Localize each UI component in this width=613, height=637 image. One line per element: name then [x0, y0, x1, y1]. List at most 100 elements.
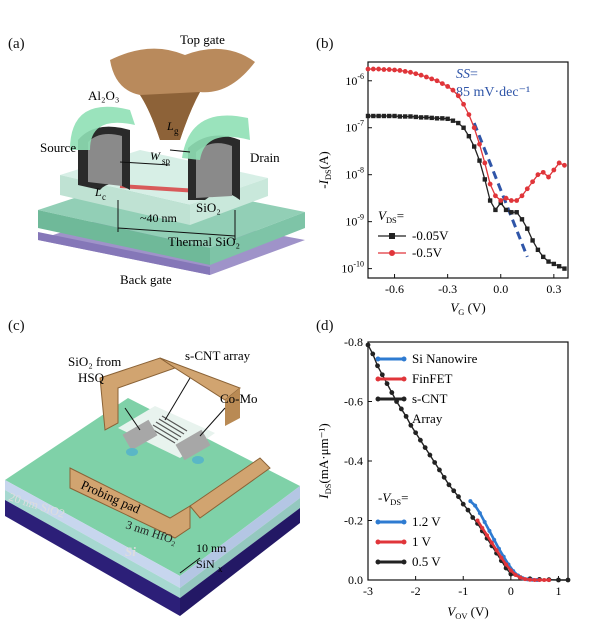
point-d-2: [523, 577, 528, 582]
point-b-0: [514, 210, 519, 215]
point-b-0: [556, 264, 562, 269]
point-b-1: [530, 179, 536, 185]
label-lg-sub: g: [174, 126, 179, 136]
point-b-1: [450, 87, 456, 93]
legend-bottom-marker: [375, 519, 381, 525]
point-b-0: [546, 259, 551, 264]
xtick-label-b: 0.3: [546, 282, 561, 296]
point-d-1: [482, 519, 487, 524]
legend-bottom-label: 1 V: [412, 534, 432, 549]
point-d-2: [542, 578, 547, 582]
point-b-1: [413, 71, 419, 77]
xtick-label-b: -0.6: [385, 282, 404, 296]
label-scnt-array: s-CNT array: [185, 348, 251, 363]
point-b-0: [519, 217, 525, 222]
panel-d-label: (d): [316, 318, 334, 334]
point-b-1: [376, 66, 382, 72]
legend-bottom-marker: [375, 559, 381, 565]
point-b-1: [461, 101, 466, 107]
point-b-1: [524, 186, 530, 192]
legend-bottom-marker: [401, 539, 407, 545]
point-d-0: [437, 467, 442, 473]
point-b-1: [392, 67, 397, 73]
device-schematic-c: SiO₂ from HSQ s-CNT array Co-Mo Probing …: [5, 348, 300, 616]
label-wsp-sub: sp: [162, 156, 171, 166]
label-como: Co-Mo: [220, 391, 258, 406]
ytick-label-b: 10-8: [345, 166, 364, 182]
label-source: Source: [40, 140, 76, 155]
label-al2o3: Al₂O₃: [88, 88, 119, 103]
point-d-1: [492, 537, 497, 542]
label-sinx: SiN: [196, 557, 215, 571]
label-wsp: W: [150, 149, 161, 163]
point-d-0: [389, 390, 395, 395]
point-d-0: [460, 501, 466, 507]
ss-annotation-1: SS=: [456, 67, 478, 82]
point-b-0: [471, 144, 477, 149]
legend-bottom-marker: [401, 519, 407, 525]
label-thermal-sio2: Thermal SiO₂: [168, 234, 240, 249]
sio2-top-surface: [5, 398, 300, 576]
point-b-1: [370, 66, 376, 72]
point-d-0: [441, 474, 447, 480]
point-b-1: [482, 160, 488, 166]
al2o3-left: [70, 106, 135, 150]
point-b-1: [418, 72, 424, 78]
point-b-0: [440, 116, 445, 121]
point-b-1: [477, 141, 482, 147]
point-d-1: [487, 528, 492, 533]
point-b-0: [525, 226, 530, 231]
point-b-1: [498, 198, 504, 203]
point-b-1: [562, 162, 567, 168]
plot-frame-b: [367, 61, 569, 279]
point-d-2: [480, 525, 485, 530]
point-d-0: [403, 413, 409, 419]
ss-annotation-2: 85 mV·dec⁻¹: [456, 85, 530, 100]
label-40nm: ~40 nm: [140, 211, 177, 225]
label-lg: L: [166, 119, 174, 133]
point-b-1: [540, 169, 546, 175]
point-d-0: [556, 577, 561, 583]
point-d-0: [422, 445, 428, 451]
point-d-0: [379, 372, 385, 378]
ytick-label-b: 10-6: [345, 72, 364, 88]
ytick-label-d: -0.2: [344, 514, 363, 528]
point-b-0: [429, 115, 434, 121]
xlabel-d: VOV (V): [447, 604, 488, 621]
point-d-2: [508, 568, 513, 573]
point-d-0: [365, 342, 371, 348]
ytick-label-b: 10-10: [341, 260, 364, 276]
panel-b-label: (b): [316, 36, 334, 52]
legend-bottom-title: -VDS=: [378, 490, 408, 507]
point-b-0: [365, 113, 371, 119]
ytick-label-b: 10-7: [345, 119, 364, 135]
legend-top-label: s-CNT: [412, 391, 447, 406]
xtick-label-d: -1: [458, 584, 468, 598]
point-b-0: [371, 113, 376, 119]
point-b-0: [509, 210, 514, 215]
point-b-0: [450, 118, 456, 123]
panel-a: (a) Top gate Al₂O₃ L g: [0, 0, 306, 318]
point-d-1: [473, 503, 478, 508]
legend-top-marker: [375, 376, 381, 382]
panel-c-label: (c): [8, 318, 25, 334]
xtick-label-d: -2: [411, 584, 421, 598]
point-b-0: [434, 116, 440, 121]
point-b-1: [402, 68, 408, 74]
legend-bottom-label: 0.5 V: [412, 554, 441, 569]
point-b-1: [365, 66, 371, 72]
ylabel-b: -IDS(A): [316, 151, 333, 189]
point-b-1: [408, 69, 413, 75]
point-d-2: [513, 572, 518, 577]
point-b-1: [424, 74, 429, 80]
point-d-0: [465, 507, 471, 513]
si-layer: [5, 500, 180, 616]
como-left: [122, 419, 158, 451]
point-b-1: [429, 76, 435, 82]
point-d-0: [446, 482, 452, 488]
label-sinx-sub: x: [218, 564, 223, 574]
